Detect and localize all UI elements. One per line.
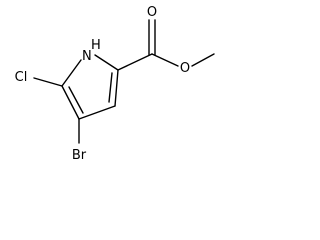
atom-h: H	[91, 38, 101, 53]
bond-carbonyl-c-ester-o	[151, 53, 179, 67]
bond-n1-c2	[61, 59, 82, 87]
atom-cl: Cl	[15, 70, 28, 85]
bond-c2-c3	[61, 85, 80, 120]
atom-br: Br	[72, 148, 87, 162]
bond-c3-c4	[78, 105, 116, 120]
atom-carbonyl-o: O	[147, 5, 157, 20]
bond-c4-c5-inner	[108, 72, 113, 103]
bond-c2-c3-inner	[68, 86, 84, 114]
molecule-structure-diagram: N H Cl Br O O	[15, 5, 215, 162]
atom-n: N	[82, 49, 92, 64]
atom-ester-o: O	[180, 61, 190, 76]
bond-c5-n1	[94, 54, 119, 71]
bond-c2-cl	[33, 77, 63, 87]
bond-ester-o-methyl	[191, 53, 215, 67]
bond-c5-carbonyl-c	[117, 53, 153, 71]
bond-c4-c5	[114, 69, 119, 107]
